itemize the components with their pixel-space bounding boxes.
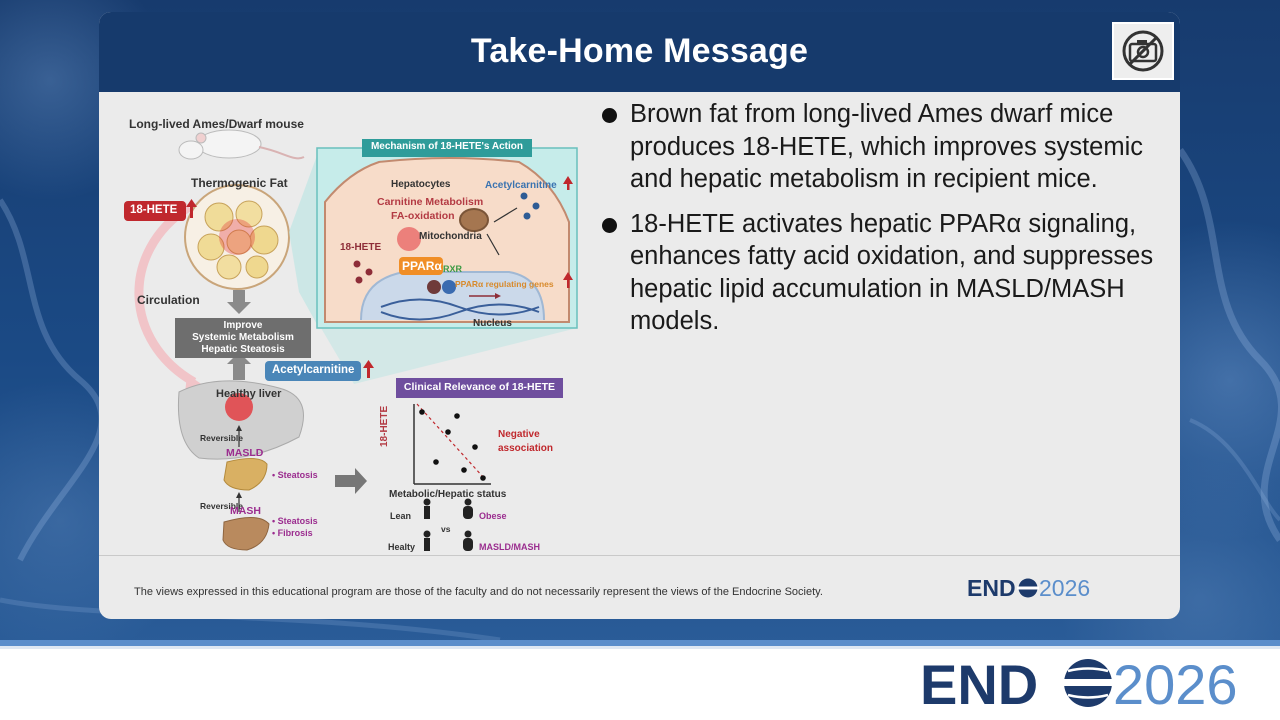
mash-feature-1: • Steatosis	[272, 516, 318, 526]
healthy-liver-label: Healthy liver	[216, 388, 282, 400]
banner-stripe	[0, 640, 1280, 646]
bullet-list: Brown fat from long-lived Ames dwarf mic…	[602, 98, 1162, 350]
footer-divider	[99, 555, 1180, 556]
healty-label: Healty	[388, 542, 416, 552]
lean-label: Lean	[390, 511, 412, 521]
disclaimer-text: The views expressed in this educational …	[134, 586, 823, 598]
slide-title: Take-Home Message	[470, 32, 809, 70]
hepatocytes-label: Hepatocytes	[391, 179, 451, 190]
ppara-label: PPARα	[402, 259, 442, 273]
mouse-label: Long-lived Ames/Dwarf mouse	[129, 117, 304, 131]
hete-tag: 18-HETE	[130, 204, 178, 216]
logo-globe	[1017, 578, 1039, 598]
graphical-abstract: Long-lived Ames/Dwarf mouse Thermogenic …	[99, 92, 589, 562]
vs-label: vs	[441, 524, 451, 534]
endo-logo-large: END 2026	[920, 654, 1238, 714]
mouse-illustration	[178, 129, 305, 160]
logo-year: 2026	[1039, 575, 1090, 600]
improve-line-1: Improve	[223, 320, 263, 331]
association-line-1: Negative	[498, 429, 540, 440]
large-logo-name-left: END	[920, 654, 1038, 714]
reversible-label-2: Reversible	[200, 501, 243, 511]
circulation-label: Circulation	[137, 293, 200, 307]
masld-features: • Steatosis	[272, 470, 318, 480]
endo-logo-small: END 2026	[967, 575, 1090, 600]
reversible-label-1: Reversible	[200, 433, 243, 443]
large-logo-year: 2026	[1113, 654, 1238, 714]
bullet-item: Brown fat from long-lived Ames dwarf mic…	[602, 98, 1162, 196]
acetylcarnitine-tag: Acetylcarnitine	[272, 364, 355, 376]
clinical-x-axis: Metabolic/Hepatic status	[389, 489, 507, 500]
improve-line-3: Hepatic Steatosis	[201, 344, 285, 355]
mech-hete-label: 18-HETE	[340, 242, 382, 253]
mash-label: MASH	[230, 505, 261, 517]
mechanism-title: Mechanism of 18-HETE's Action	[370, 141, 524, 152]
ppara-genes-label: PPARα regulating genes	[455, 279, 554, 289]
rxr-label: RXR	[443, 264, 463, 274]
clinical-title: Clinical Relevance of 18-HETE	[403, 381, 556, 393]
banner-stripe-light	[0, 646, 1280, 649]
fa-oxidation-label: FA-oxidation	[391, 210, 455, 222]
association-line-2: association	[498, 443, 554, 454]
clinical-y-axis: 18-HETE	[379, 405, 390, 447]
figure-graphics	[124, 129, 578, 551]
carnitine-metabolism-label: Carnitine Metabolism	[377, 196, 484, 208]
camera-off-button[interactable]	[1112, 22, 1174, 80]
large-logo-globe	[1062, 659, 1114, 707]
progression-arrow	[335, 468, 367, 494]
improve-line-2: Systemic Metabolism	[192, 332, 294, 343]
trend-line	[416, 403, 485, 479]
logo-name-left: END	[967, 575, 1016, 600]
slide-header	[99, 12, 1180, 92]
mitochondria-label: Mitochondria	[419, 231, 482, 242]
mechanism-projection	[289, 150, 319, 328]
bullet-item: 18-HETE activates hepatic PPARα signalin…	[602, 208, 1162, 338]
thermogenic-fat-label: Thermogenic Fat	[191, 176, 288, 190]
circulation-arrow	[134, 203, 197, 386]
thermogenic-fat-illustration	[184, 184, 290, 290]
mech-acetylcarnitine-label: Acetylcarnitine	[485, 180, 557, 191]
obese-label: Obese	[479, 511, 507, 521]
camera-off-icon	[1122, 30, 1164, 72]
slide-card: Take-Home Message	[99, 12, 1180, 619]
masld-mash-label: MASLD/MASH	[479, 542, 540, 552]
improve-box	[175, 318, 311, 358]
mash-feature-2: • Fibrosis	[272, 528, 313, 538]
nucleus-label: Nucleus	[473, 318, 512, 329]
masld-label: MASLD	[226, 447, 264, 459]
